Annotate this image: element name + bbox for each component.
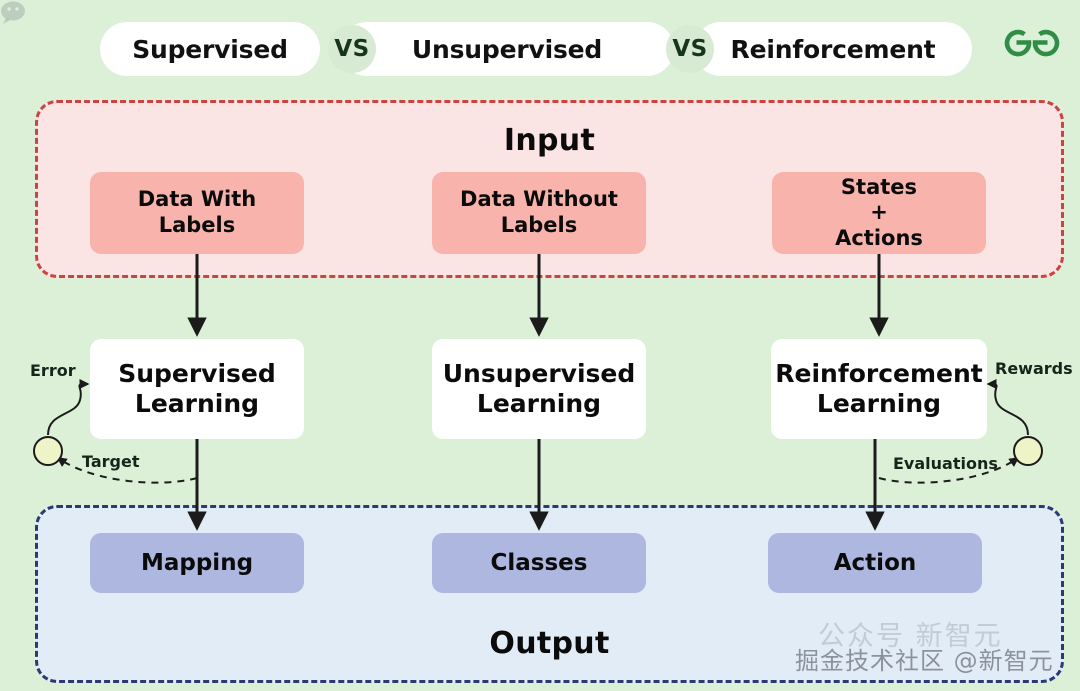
header-pill-supervised[interactable]: Supervised <box>100 22 320 76</box>
arrow-rewards-feedback <box>986 379 1029 436</box>
label-rewards: Rewards <box>995 359 1073 378</box>
learning-node-supervised: Supervised Learning <box>90 339 304 439</box>
header-pill-unsupervised-label: Unsupervised <box>411 34 603 64</box>
learning-node-reinforcement: Reinforcement Learning <box>771 339 987 439</box>
output-node-mapping: Mapping <box>90 533 304 593</box>
input-panel-title: Input <box>503 123 596 158</box>
watermark-background: 公众号 新智元 <box>818 621 1003 652</box>
vs-separator-2-label: VS <box>672 36 708 62</box>
input-node-data-without-labels: Data Without Labels <box>432 172 646 254</box>
output-node-classes: Classes <box>432 533 646 593</box>
label-evaluations: Evaluations <box>893 454 998 473</box>
output-node-action: Action <box>768 533 982 593</box>
vs-separator-2: VS <box>666 25 714 73</box>
arrow-error-feedback <box>47 379 90 436</box>
learning-node-unsupervised: Unsupervised Learning <box>432 339 646 439</box>
feedback-node-right <box>1013 436 1043 466</box>
label-error: Error <box>30 361 76 380</box>
watermark-foreground: 掘金技术社区 @新智元 <box>795 647 1054 675</box>
header-pill-reinforcement-label: Reinforcement <box>730 34 936 64</box>
input-node-states-actions: States + Actions <box>772 172 986 254</box>
header-pill-reinforcement[interactable]: Reinforcement <box>694 22 972 76</box>
input-node-data-with-labels: Data With Labels <box>90 172 304 254</box>
vs-separator-1: VS <box>328 25 376 73</box>
output-panel-title: Output <box>489 626 610 661</box>
header-pill-unsupervised[interactable]: Unsupervised <box>340 22 674 76</box>
vs-separator-1-label: VS <box>334 36 370 62</box>
wechat-icon <box>1 1 25 24</box>
header-bar: Supervised Unsupervised Reinforcement VS… <box>100 22 972 76</box>
geeksforgeeks-logo-icon <box>1004 29 1060 57</box>
feedback-node-left <box>33 436 63 466</box>
header-pill-supervised-label: Supervised <box>132 34 288 64</box>
label-target: Target <box>82 452 140 471</box>
